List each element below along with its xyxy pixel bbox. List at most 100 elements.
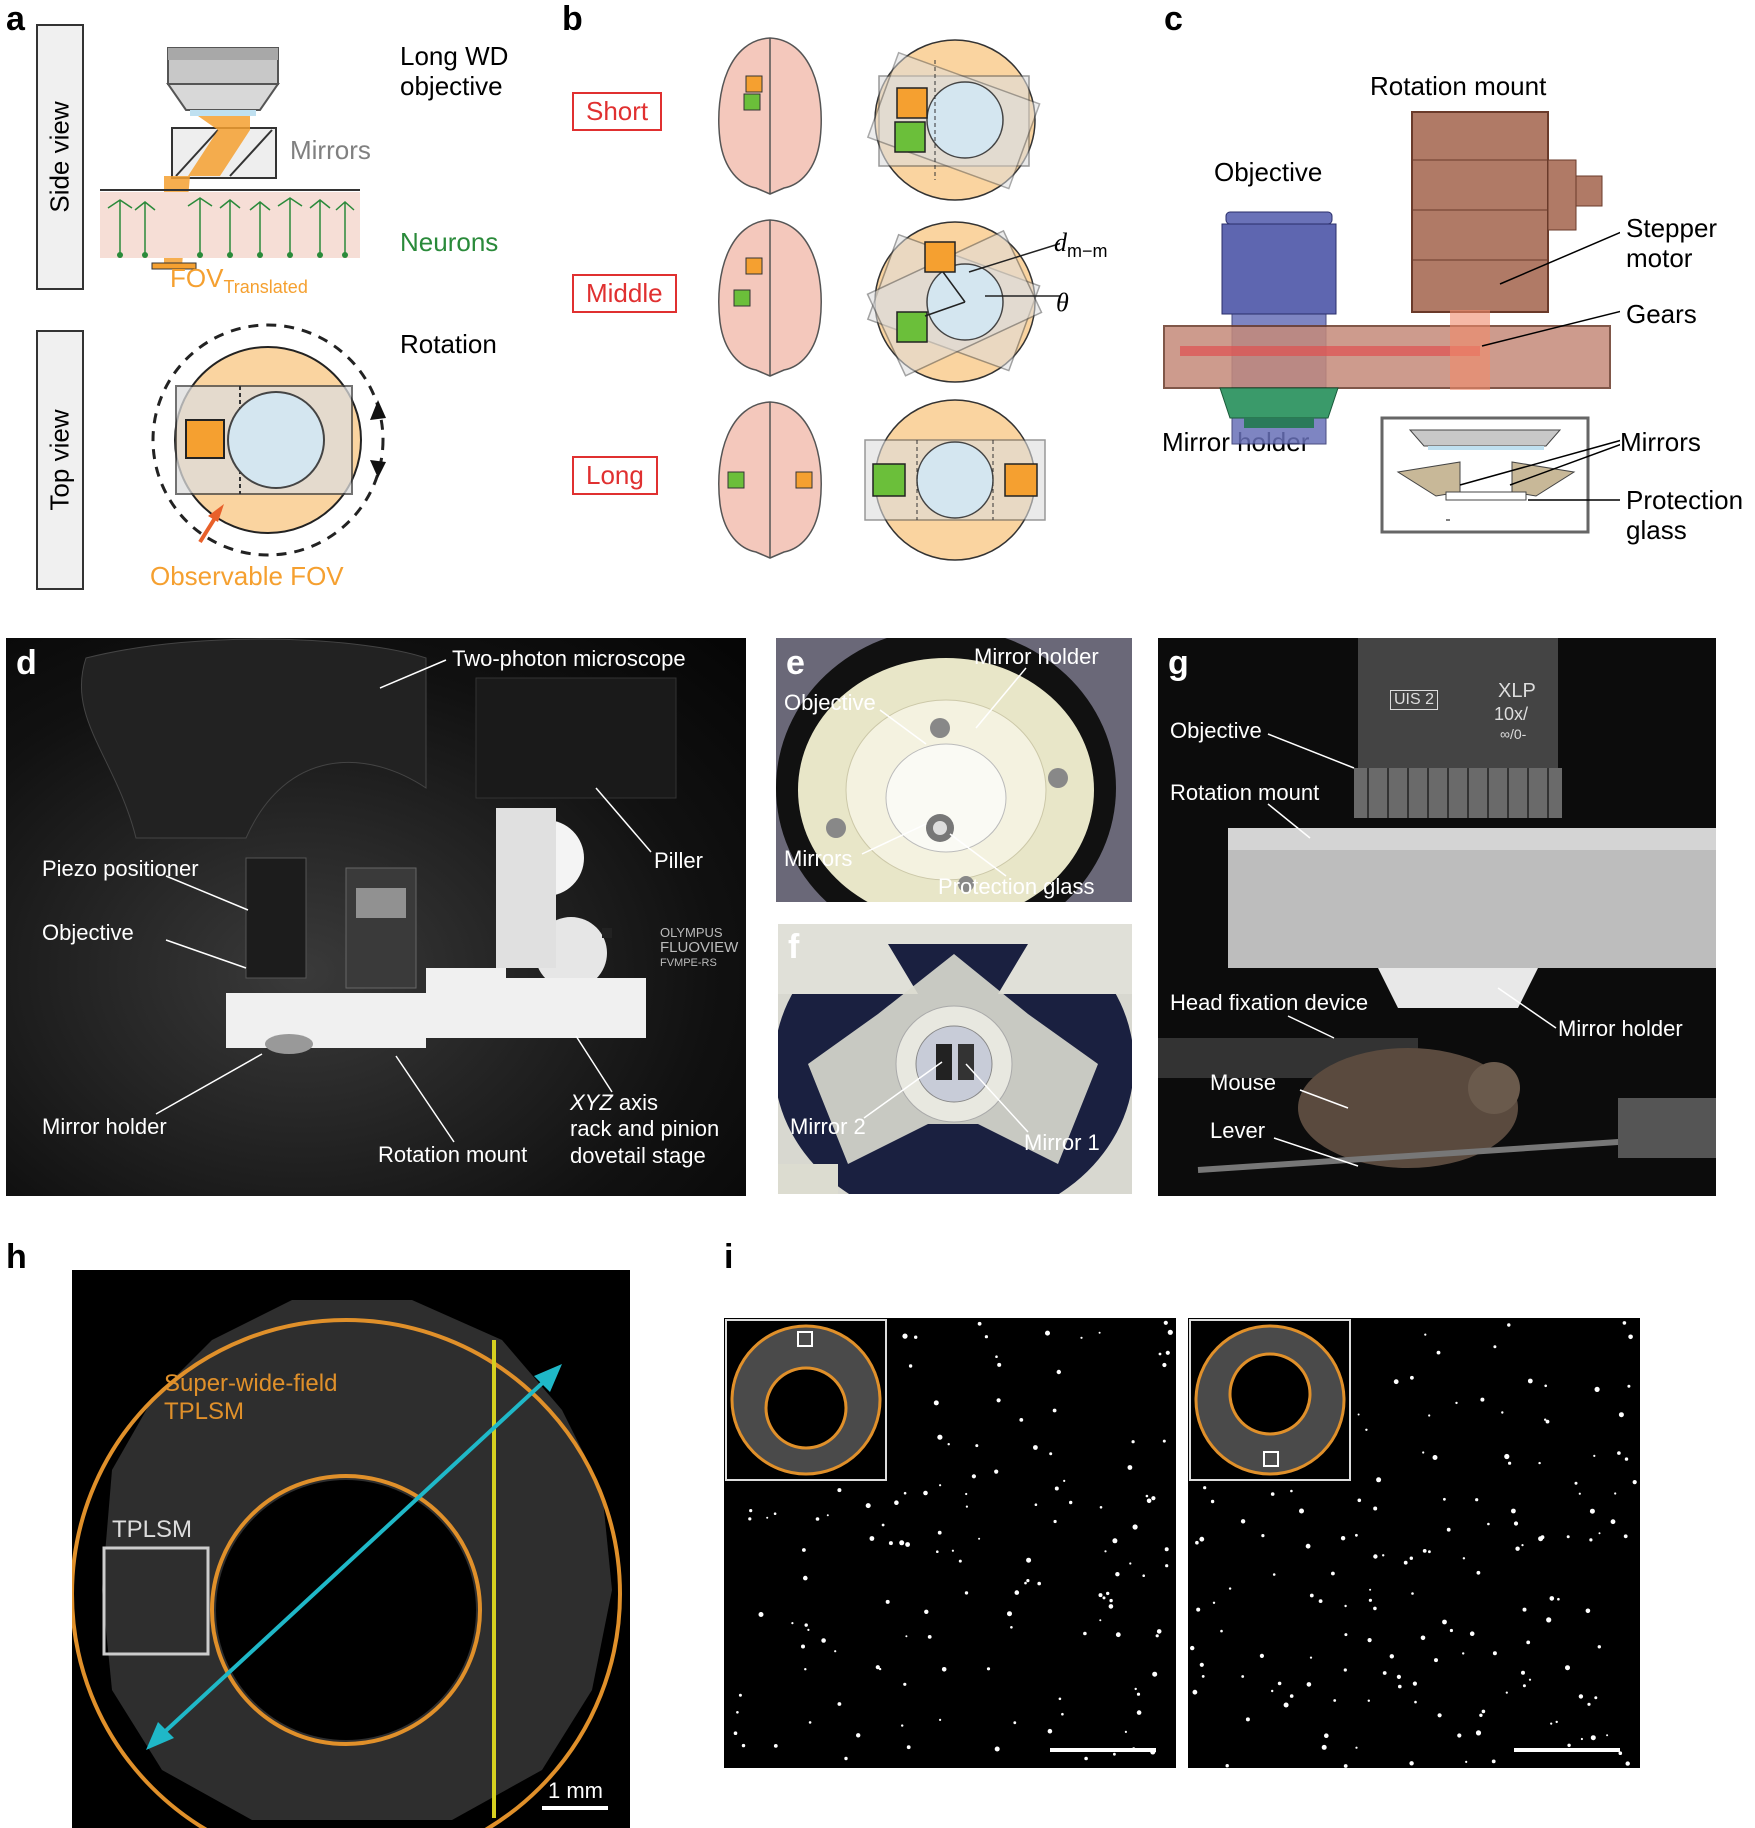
fov-middle bbox=[866, 221, 1060, 383]
top-view-diagram bbox=[151, 323, 386, 557]
cell-dot bbox=[888, 1541, 893, 1546]
cell-dot bbox=[1521, 1670, 1525, 1675]
cell-dot bbox=[1212, 1601, 1216, 1604]
image-h: Super-wide-field TPLSM TPLSM 1 mm bbox=[72, 1270, 630, 1828]
cell-dot bbox=[1357, 1498, 1362, 1503]
cell-dot bbox=[905, 1542, 910, 1547]
cell-dot bbox=[1272, 1573, 1276, 1576]
stepper-motor-label: Stepper motor bbox=[1626, 213, 1718, 273]
fov-long bbox=[864, 399, 1046, 561]
cell-dot bbox=[1099, 1506, 1103, 1509]
cell-dot bbox=[1424, 1333, 1427, 1336]
cell-dot bbox=[1565, 1665, 1570, 1671]
cell-dot bbox=[1382, 1671, 1387, 1675]
cell-dot bbox=[1080, 1336, 1083, 1339]
cell-dot bbox=[837, 1488, 842, 1493]
cell-dot bbox=[1574, 1481, 1578, 1485]
cad-diagram bbox=[1163, 111, 1620, 534]
cell-dot bbox=[977, 1321, 982, 1326]
cell-dot bbox=[1625, 1761, 1630, 1766]
cell-dot bbox=[899, 1540, 905, 1546]
cell-dot bbox=[826, 1514, 829, 1517]
cell-dot bbox=[1545, 1419, 1550, 1424]
cell-dot bbox=[1398, 1684, 1402, 1689]
cell-dot bbox=[1343, 1764, 1348, 1768]
cell-dot bbox=[1476, 1570, 1481, 1575]
cell-dot bbox=[1618, 1751, 1623, 1755]
cell-dot bbox=[1594, 1386, 1600, 1392]
cell-dot bbox=[958, 1559, 962, 1563]
cell-dot bbox=[1566, 1535, 1570, 1539]
cell-dot bbox=[1344, 1633, 1348, 1637]
cell-dot bbox=[1446, 1527, 1451, 1532]
cell-dot bbox=[1112, 1538, 1118, 1544]
cell-dot bbox=[1054, 1486, 1059, 1491]
cell-dot bbox=[1443, 1497, 1446, 1501]
cell-dot bbox=[1127, 1465, 1133, 1470]
cell-dot bbox=[1622, 1321, 1627, 1325]
cell-dot bbox=[1376, 1477, 1382, 1483]
objective-label-c: Objective bbox=[1214, 157, 1323, 187]
lever-label: Lever bbox=[1210, 1118, 1266, 1143]
cell-dot bbox=[1162, 1362, 1167, 1368]
rotation-mount-label-g: Rotation mount bbox=[1170, 780, 1320, 805]
cell-dot bbox=[1538, 1461, 1541, 1465]
cell-dot bbox=[1045, 1330, 1050, 1336]
cell-dot bbox=[804, 1623, 808, 1627]
cell-dot bbox=[905, 1635, 908, 1638]
cell-dot bbox=[1019, 1418, 1024, 1422]
cell-dot bbox=[1083, 1631, 1087, 1636]
cell-dot bbox=[1104, 1550, 1107, 1553]
super-wide-label: Super-wide-field TPLSM bbox=[164, 1370, 338, 1425]
cell-dot bbox=[1505, 1691, 1508, 1694]
piller-label: Piller bbox=[654, 848, 703, 873]
cell-dot bbox=[1469, 1631, 1475, 1636]
cell-dot bbox=[1593, 1454, 1596, 1457]
cell-dot bbox=[1614, 1492, 1617, 1495]
cell-dot bbox=[1522, 1684, 1526, 1688]
cell-dot bbox=[1414, 1700, 1417, 1704]
side-view-diagram bbox=[100, 47, 360, 270]
cell-dot bbox=[1343, 1668, 1347, 1672]
photo-g: UIS 2 XLP 10x/ ∞/0- Objective Rotation m… bbox=[1158, 638, 1716, 1196]
cell-dot bbox=[894, 1500, 899, 1505]
two-photon-label: Two-photon microscope bbox=[452, 646, 686, 671]
cell-dot bbox=[1555, 1720, 1558, 1724]
cell-dot bbox=[834, 1650, 837, 1653]
cell-dot bbox=[1098, 1331, 1101, 1334]
cell-dot bbox=[1136, 1692, 1141, 1696]
cell-dot bbox=[1632, 1480, 1637, 1485]
cell-dot bbox=[986, 1667, 991, 1671]
tplsm-label: TPLSM bbox=[112, 1516, 193, 1543]
cell-dot bbox=[1289, 1694, 1294, 1698]
cell-dot bbox=[1627, 1384, 1631, 1388]
cell-dot bbox=[1013, 1721, 1017, 1725]
cell-dot bbox=[1069, 1500, 1073, 1505]
cell-dot bbox=[1084, 1756, 1088, 1761]
brain-diagrams bbox=[718, 37, 822, 559]
photo-d: Two-photon microscope Piller Piezo posit… bbox=[6, 638, 746, 1196]
cell-dot bbox=[1367, 1638, 1372, 1643]
cell-dot bbox=[947, 1443, 950, 1446]
mirrors-label-e: Mirrors bbox=[784, 846, 853, 871]
cell-dot bbox=[1475, 1730, 1482, 1736]
cell-dot bbox=[1271, 1689, 1274, 1693]
cell-dot bbox=[1136, 1710, 1142, 1715]
cell-dot bbox=[1240, 1519, 1246, 1524]
cell-dot bbox=[1047, 1728, 1053, 1734]
cell-dot bbox=[1201, 1675, 1205, 1678]
cell-dot bbox=[964, 1591, 969, 1595]
cell-dot bbox=[1010, 1626, 1013, 1629]
cell-dot bbox=[941, 1667, 947, 1672]
cell-dot bbox=[994, 1746, 1000, 1752]
cell-dot bbox=[1437, 1713, 1442, 1718]
cell-dot bbox=[1007, 1611, 1012, 1617]
cell-dot bbox=[1113, 1752, 1116, 1756]
cell-dot bbox=[1165, 1350, 1170, 1355]
xlp-mark: XLP bbox=[1498, 680, 1536, 702]
cell-dot bbox=[1165, 1564, 1169, 1568]
mirrors-label-a: Mirrors bbox=[290, 135, 371, 165]
cell-dots-left bbox=[733, 1320, 1173, 1761]
cell-dot bbox=[1428, 1414, 1431, 1417]
cell-dot bbox=[749, 1509, 753, 1513]
